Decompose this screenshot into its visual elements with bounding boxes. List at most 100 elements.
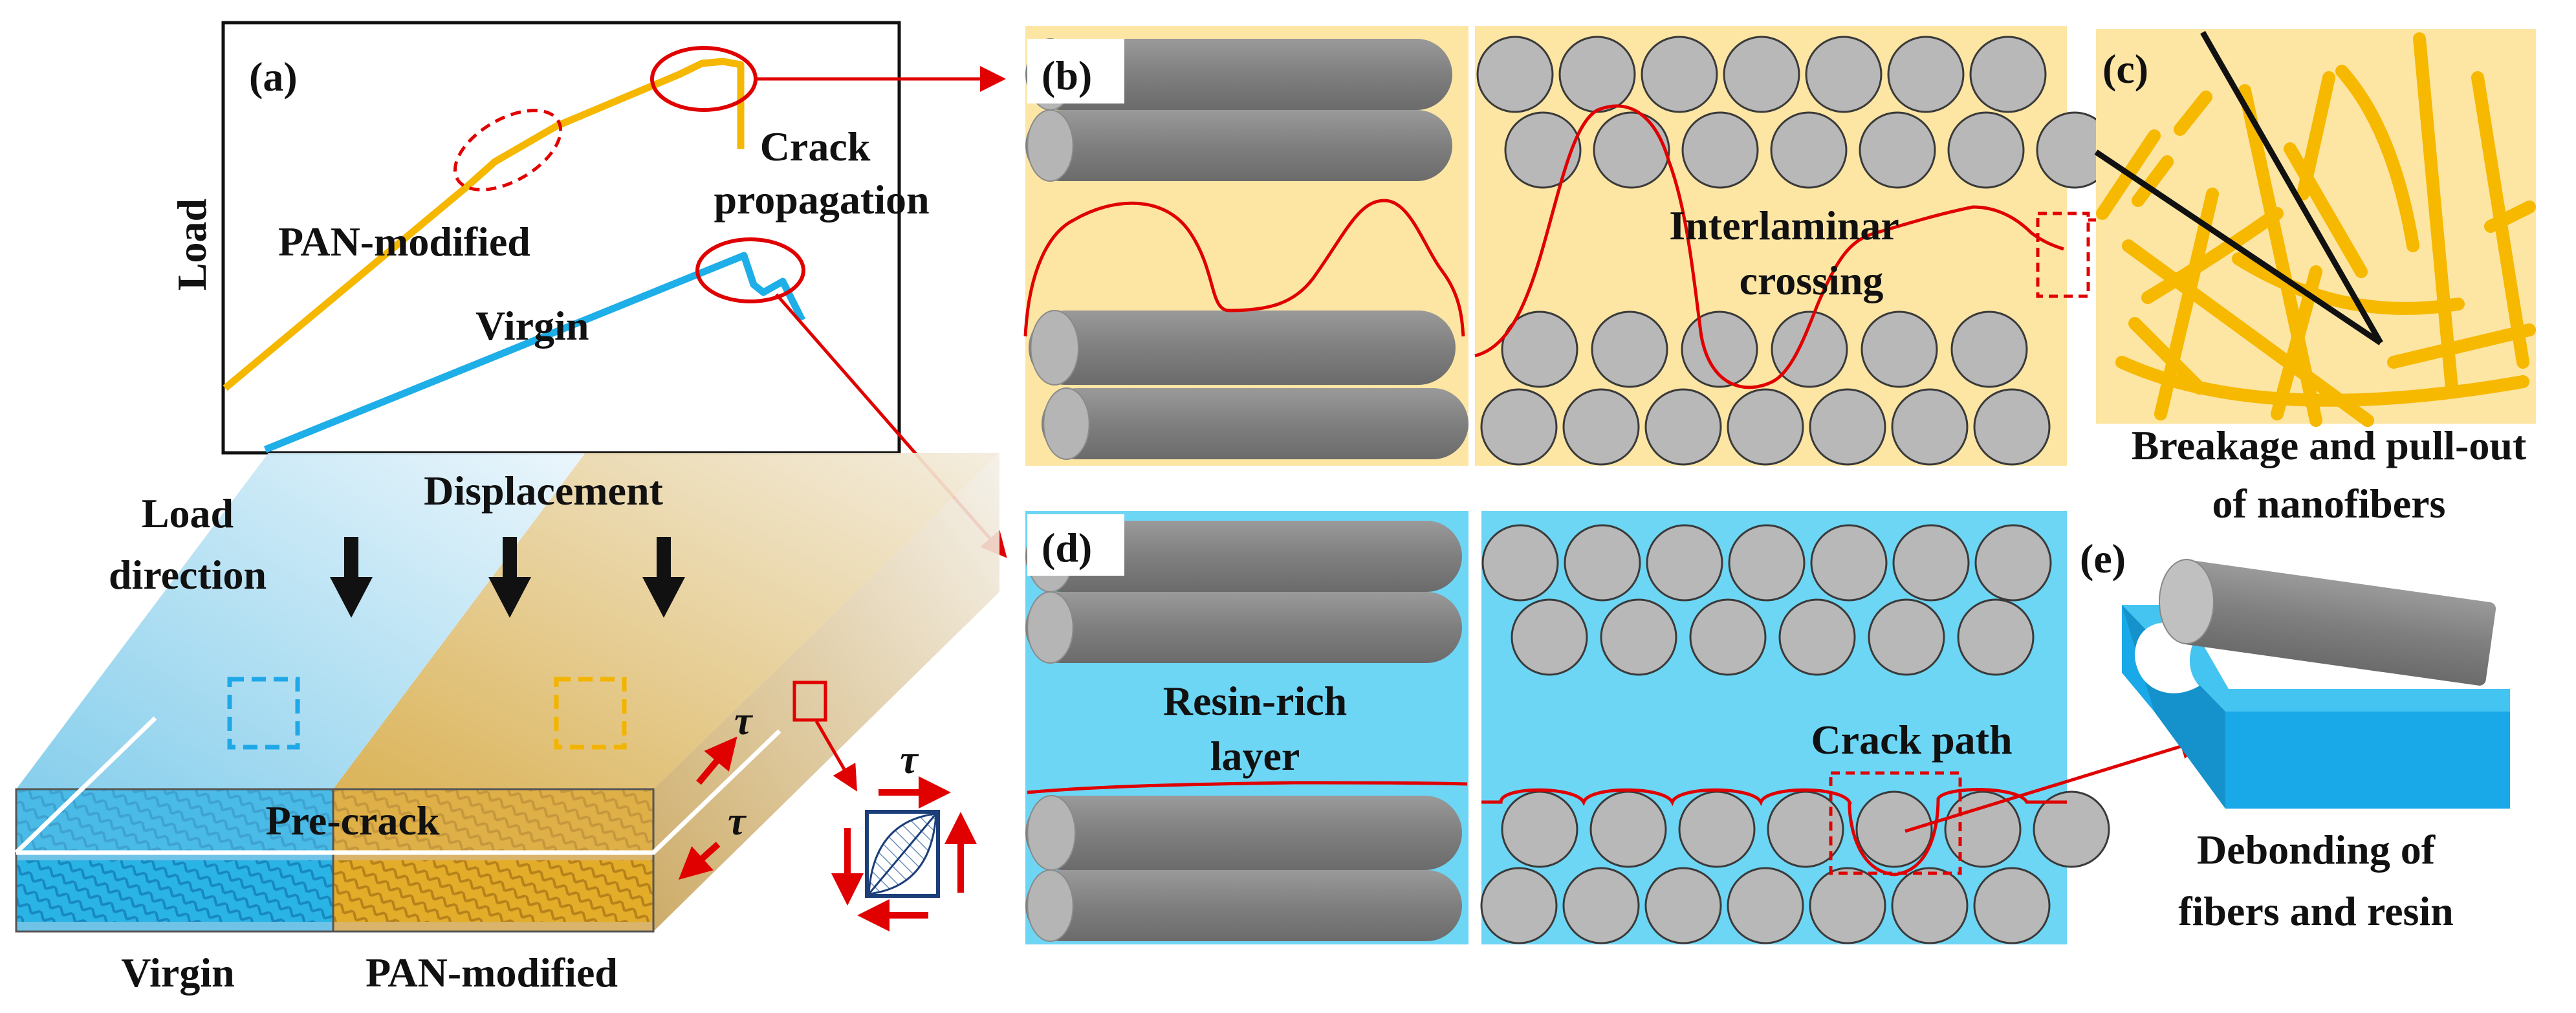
fiber-rod-d-1 [1025, 591, 1462, 664]
crack-path-label: Crack path [1811, 717, 2012, 763]
fiber-section-b-0-3 [1723, 36, 1800, 113]
fiber-section-b-3-3 [1727, 388, 1804, 466]
fiber-section-b-2-5 [1950, 310, 2028, 388]
resin-rich-label-line1: Resin-rich [1163, 678, 1347, 724]
fiber-section-b-3-4 [1809, 388, 1886, 466]
nanofiber-14 [2484, 201, 2536, 233]
panel-e-caption-line2: fibers and resin [2178, 888, 2454, 934]
load-arrows [330, 537, 685, 618]
fiber-section-d-2-6 [2033, 790, 2110, 868]
fiber-section-d-0-0 [1481, 524, 1559, 602]
fiber-section-b-1-4 [1859, 111, 1936, 189]
fiber-rod-b-3 [1042, 387, 1468, 460]
load-direction-line2: direction [109, 552, 267, 598]
panel-c-caption-line1: Breakage and pull-out [2132, 422, 2527, 468]
fiber-section-b-1-2 [1681, 111, 1759, 189]
fiber-section-b-1-0 [1504, 111, 1582, 189]
shear-arrow-upper [696, 736, 737, 785]
fiber-section-d-2-1 [1589, 790, 1667, 868]
fiber-section-d-0-2 [1646, 524, 1723, 602]
nanofiber-2 [2174, 91, 2212, 136]
fiber-section-b-1-5 [1947, 111, 2025, 189]
shear-arrow-lower [678, 842, 721, 880]
fiber-section-d-0-3 [1728, 524, 1806, 602]
fiber-section-b-1-3 [1770, 111, 1848, 189]
fiber-rod-d-3 [1025, 869, 1462, 942]
resin-block-top [2122, 605, 2510, 712]
virgin-region-marker [227, 677, 300, 750]
fiber-section-b-2-0 [1501, 310, 1578, 388]
fiber-section-d-3-1 [1562, 867, 1640, 944]
crack-path-d-left [1027, 781, 1468, 794]
nanofiber-15 [2232, 252, 2465, 315]
fiber-section-d-2-2 [1678, 790, 1756, 868]
fiber-section-d-1-4 [1868, 598, 1945, 676]
fiber-section-b-2-3 [1771, 310, 1848, 388]
interlaminar-label-line2: crossing [1740, 257, 1884, 303]
fiber-section-d-3-5 [1891, 867, 1969, 944]
nanofiber-11 [2387, 323, 2536, 369]
crack-path-d-right [1481, 788, 2067, 877]
fiber-section-d-2-5 [1944, 790, 2022, 868]
fiber-section-d-0-1 [1564, 524, 1641, 602]
pan-modified-curve [223, 58, 745, 391]
fiber-rod-b-3-body [1042, 388, 1468, 459]
crack-wedge-line-2 [2094, 149, 2383, 345]
crack-annotation-line1: Crack [760, 124, 871, 169]
debonded-fiber-end [2159, 559, 2214, 644]
pre-crack-line [14, 716, 157, 855]
virgin-specimen-label: Virgin [121, 950, 234, 996]
fiber-section-b-3-1 [1562, 388, 1640, 466]
fiber-section-d-1-2 [1689, 598, 1767, 676]
fiber-section-d-0-6 [1974, 524, 2052, 602]
nanofiber-4 [2141, 207, 2284, 304]
fiber-section-d-3-0 [1480, 867, 1558, 944]
fiber-section-b-0-0 [1476, 36, 1554, 113]
nanofiber-8 [2335, 65, 2419, 252]
crack-annotation-line2: propagation [714, 177, 929, 223]
pan-top-face [333, 453, 999, 789]
panel-a-chart: (a) Load PAN-modified Virgin Crack propa… [169, 21, 930, 455]
y-axis-label: Load [169, 199, 215, 290]
nanofiber-6 [2238, 84, 2322, 427]
nanofiber-16 [2128, 317, 2206, 395]
panel-b-label: (b) [1042, 52, 1092, 98]
fiber-section-b-0-1 [1558, 36, 1636, 113]
panel-e-label: (e) [2080, 536, 2126, 582]
fiber-rod-b-2-body [1029, 310, 1456, 385]
specimen-diagram: Displacement Load direction Pre-crack Vi… [14, 453, 999, 996]
virgin-series-label: Virgin [475, 303, 589, 349]
fiber-section-d-1-0 [1511, 598, 1588, 676]
fiber-section-d-1-3 [1778, 598, 1856, 676]
interlaminar-label-line1: Interlaminar [1669, 202, 1899, 248]
fiber-rod-d-3-body [1025, 870, 1462, 941]
nanofiber-3 [2122, 239, 2374, 427]
pan-region-marker [554, 677, 627, 750]
fiber-section-b-3-2 [1644, 388, 1722, 466]
fiber-rod-b-1 [1025, 109, 1452, 182]
fiber-rod-d-2-end [1027, 795, 1076, 871]
virgin-top-face [16, 453, 585, 789]
fiber-section-d-0-4 [1810, 524, 1888, 602]
panel-d-label: (d) [1042, 525, 1092, 571]
fiber-section-b-0-5 [1887, 36, 1965, 113]
fiber-section-d-1-1 [1600, 598, 1677, 676]
panel-c: (c) Breakage and pull-out of nanofibers [2094, 29, 2536, 527]
resin-rich-label-line2: layer [1210, 733, 1300, 779]
fiber-section-d-3-6 [1973, 867, 2051, 944]
shear-element: τ [831, 738, 977, 931]
debonding-zoom-marker [1829, 771, 1962, 875]
fiber-section-b-0-2 [1641, 36, 1718, 113]
nanofiber-17 [2284, 142, 2368, 278]
panel-b-label-box [1027, 39, 1124, 103]
fiber-section-b-0-6 [1969, 36, 2047, 113]
panel-b: (b) Interlaminar crossing [1023, 26, 2122, 466]
fiber-rod-b-1-end [1027, 109, 1074, 182]
nanofiber-1 [2132, 155, 2174, 207]
fiber-section-b-2-4 [1861, 310, 1938, 388]
nanofiber-zoom-marker [2036, 212, 2090, 298]
pre-crack-label: Pre-crack [266, 798, 440, 844]
shear-region-marker [792, 681, 827, 722]
fiber-section-b-1-1 [1593, 111, 1670, 189]
